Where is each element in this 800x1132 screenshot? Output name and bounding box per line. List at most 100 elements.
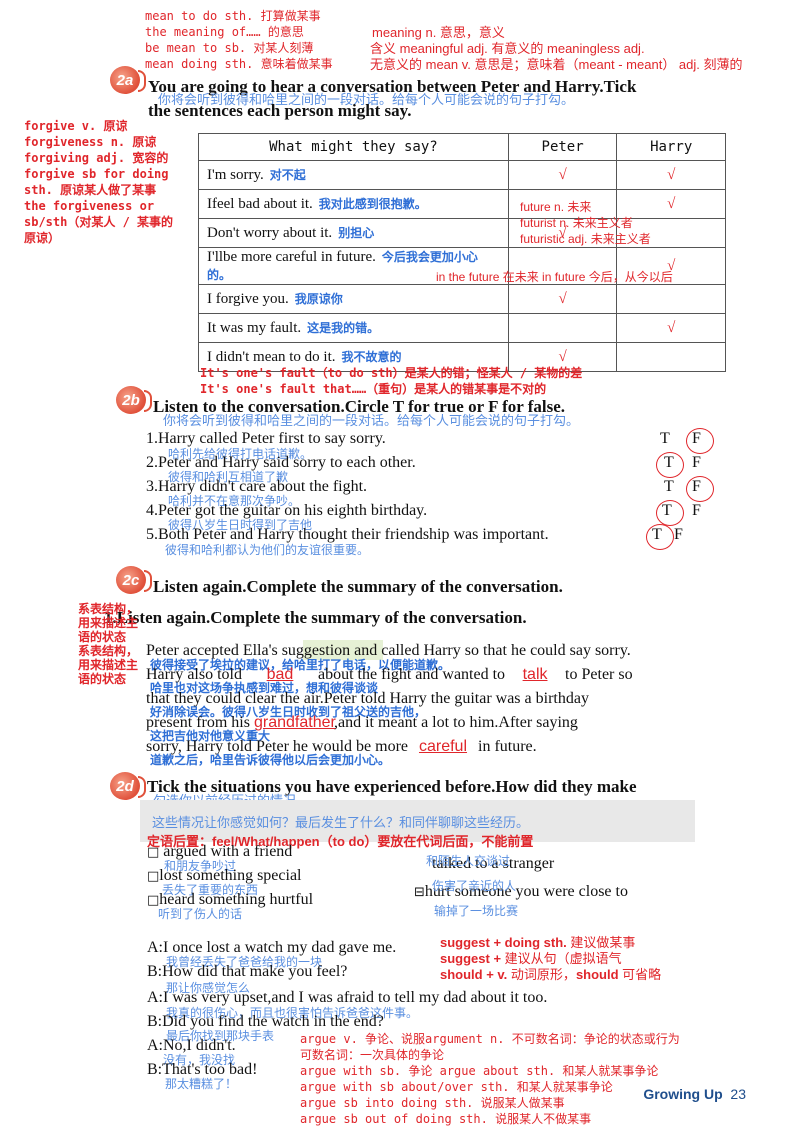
tf-4-f[interactable]: F — [692, 502, 701, 519]
table-row: Ifeel bad about it.我对此感到很抱歉。 √ — [198, 189, 726, 219]
heading-2a-line2: the sentences each person might say. — [148, 101, 412, 120]
note-in-future: in the future 在未来 in future 今后，从今以后 — [436, 270, 673, 284]
side-notes-2c: 系表结构， 用来描述主 语的状态 系表结构， 用来描述主 语的状态 — [78, 602, 139, 686]
tick-harry[interactable]: √ — [616, 313, 726, 343]
tick-peter[interactable]: √ — [507, 342, 618, 372]
blank-grandfather[interactable]: grandfather — [253, 714, 336, 731]
table-row: It was my fault.这是我的错。 √ — [198, 313, 726, 343]
note-argue: argue v. 争论、说服argument n. 不可数名词：争论的状态或行为… — [300, 1032, 680, 1126]
tick-peter[interactable]: √ — [507, 160, 618, 190]
note-suggest-2: suggest + 建议从句（虚拟语气 — [440, 951, 622, 966]
situation-argued[interactable]: □ argued with a friend — [147, 843, 293, 860]
tf-item-5-zh: 彼得和哈利都认为他们的友谊很重要。 — [165, 543, 370, 557]
tf-2-f[interactable]: F — [692, 454, 701, 471]
tick-harry[interactable] — [616, 284, 726, 314]
top-notes-mean: mean to do sth. 打算做某事 the meaning of…… 的… — [145, 9, 333, 71]
blank-careful[interactable]: careful — [418, 738, 468, 755]
dialog-line-zh: 我真的很伤心，而且也很害怕告诉爸爸这件事。 — [166, 1006, 419, 1020]
answer-circle — [686, 428, 714, 454]
tf-5-f[interactable]: F — [674, 526, 683, 543]
badge-2b: 2b — [116, 386, 152, 414]
tick-harry[interactable]: √ — [616, 160, 726, 190]
dialog-line: B:Did you find the watch in the end? — [147, 1013, 384, 1030]
badge-2d: 2d — [110, 772, 146, 800]
answer-circle — [656, 452, 684, 478]
tf-item-5: 5.Both Peter and Harry thought their fri… — [146, 526, 549, 543]
tf-3-t[interactable]: T — [664, 478, 674, 495]
tf-item-4-zh: 彼得八岁生日时得到了吉他 — [168, 518, 313, 532]
note-future: future n. 未来 futurist n. 未来主义者 futuristi… — [520, 200, 651, 246]
tf-item-2-zh: 彼得和哈利互相道了歉 — [168, 470, 289, 484]
tf-item-1: 1.Harry called Peter first to say sorry. — [146, 430, 386, 447]
note-fault-1: It's one's fault（to do sth）是某人的错；怪某人 / 某… — [200, 366, 583, 380]
situation-argued-zh: 和朋友争吵过 — [164, 859, 237, 873]
blank-talk[interactable]: talk — [522, 666, 548, 683]
answer-circle — [656, 500, 684, 526]
summary-line-2-zh: 哈里也对这场争执感到难过，想和彼得谈谈 — [150, 681, 379, 695]
situation-heard[interactable]: □heard something hurtful — [147, 891, 314, 908]
tick-peter[interactable] — [507, 247, 618, 285]
table-row: I forgive you.我原谅你 √ — [198, 284, 726, 314]
dialog-line: B:That's too bad! — [147, 1061, 258, 1078]
tick-peter[interactable]: √ — [507, 284, 618, 314]
note-postposition: 定语后置：feel/What/happen（to do）要放在代词后面，不能前置 — [147, 834, 534, 849]
answer-circle — [646, 524, 674, 550]
dialog-line-zh: 没有，我没找 — [163, 1053, 236, 1067]
tick-peter[interactable]: √ — [507, 218, 618, 248]
dialog-line-zh: 最后你找到那块手表 — [166, 1029, 275, 1043]
tf-item-2: 2.Peter and Harry said sorry to each oth… — [146, 454, 416, 471]
dialog-line: A:No,I didn't. — [147, 1037, 236, 1054]
summary-line-4-zh: 这把吉他对他意义重大 — [150, 729, 271, 743]
situation-hurt[interactable]: ⊟hurt someone you were close to — [414, 883, 628, 900]
footer-label: Growing Up — [643, 1086, 723, 1102]
dialog-line-zh: 那太糟糕了！ — [165, 1077, 238, 1091]
tf-item-3-zh: 哈利并不在意那次争吵。 — [168, 494, 301, 508]
tf-item-4: 4.Peter got the guitar on his eighth bir… — [146, 502, 428, 519]
badge-2c: 2c — [116, 566, 152, 594]
table-row: I'm sorry.对不起 √ √ — [198, 160, 726, 190]
heading-2c: Listen again.Complete the summary of the… — [153, 577, 563, 596]
situation-lost[interactable]: □lost something special — [147, 867, 302, 884]
tick-peter[interactable] — [507, 313, 618, 343]
heading-2c-dup: 1.Listen again.Complete the summary of t… — [104, 608, 527, 627]
tick-harry[interactable] — [616, 342, 726, 372]
col-harry: Harry — [616, 133, 726, 161]
situation-stranger[interactable]: talked to a stranger — [432, 855, 555, 872]
table-2a: What might they say? Peter Harry I'm sor… — [198, 133, 726, 372]
situation-lost-game-zh: 输掉了一场比赛 — [434, 904, 519, 918]
situation-lost-zh: 丢失了重要的东西 — [162, 883, 259, 897]
gray-band — [140, 800, 695, 842]
note-suggest-3: should + v. 动词原形，should 可省略 — [440, 967, 662, 982]
table-row: I didn't mean to do it.我不故意的 √ — [198, 342, 726, 372]
dialog-line: B:How did that make you feel? — [147, 963, 348, 980]
situation-stranger-zh: 和陌生人交谈过 — [426, 854, 511, 868]
dialog-line-zh: 那让你感觉怎么 — [166, 981, 251, 995]
heading-2b: Listen to the conversation.Circle T for … — [153, 397, 566, 416]
note-meaning-3: 无意义的 mean v. 意思是；意味着（meant - meant） adj.… — [370, 57, 743, 72]
answer-circle — [686, 476, 714, 502]
dialog-line-zh: 我曾经丢失了爸爸给我的一块 — [166, 955, 323, 969]
summary-line-1: Peter accepted Ella's suggestion and cal… — [146, 642, 631, 659]
tick-harry[interactable]: √ — [616, 247, 726, 285]
left-notes-forgive: forgive v. 原谅 forgiveness n. 原谅 forgivin… — [24, 119, 174, 245]
badge-2a: 2a — [110, 66, 146, 94]
col-what: What might they say? — [198, 133, 509, 161]
blank-bad[interactable]: bad — [266, 666, 294, 683]
tf-item-3: 3.Harry didn't care about the fight. — [146, 478, 368, 495]
heading-2a-line1: You are going to hear a conversation bet… — [148, 77, 637, 96]
heading-2b-zh: 你将会听到彼得和哈里之间的一段对话。给每个人可能会说的句子打勾。 — [163, 413, 580, 428]
summary-line-5: sorry, Harry told Peter he would be more… — [146, 738, 537, 755]
note-fault-2: It's one's fault that……（重句）是某人的错某事是不对的 — [200, 382, 547, 396]
situation-hurt-zh: 伤害了亲近的人 — [432, 879, 517, 893]
summary-line-3-zh: 好消除误会。彼得八岁生日时收到了祖父送的吉他， — [150, 705, 427, 719]
summary-line-5-zh: 道歉之后，哈里告诉彼得他以后会更加小心。 — [150, 753, 391, 767]
tick-harry[interactable]: √ — [616, 189, 726, 219]
summary-line-2: Harry also told bad about the fight and … — [146, 666, 633, 683]
tick-peter[interactable] — [507, 189, 618, 219]
note-meaning-1: meaning n. 意思，意义 — [372, 25, 505, 40]
col-peter: Peter — [507, 133, 618, 161]
table-row: Don't worry about it.别担心 √ — [198, 218, 726, 248]
summary-line-1-zh: 彼得接受了埃拉的建议，给哈里打了电话，以便能道歉。 — [150, 658, 451, 672]
tf-1-t[interactable]: T — [660, 430, 670, 447]
heading-2d-zh-2: 这些情况让你感觉如何？最后发生了什么？和同伴聊聊这些经历。 — [152, 815, 530, 830]
